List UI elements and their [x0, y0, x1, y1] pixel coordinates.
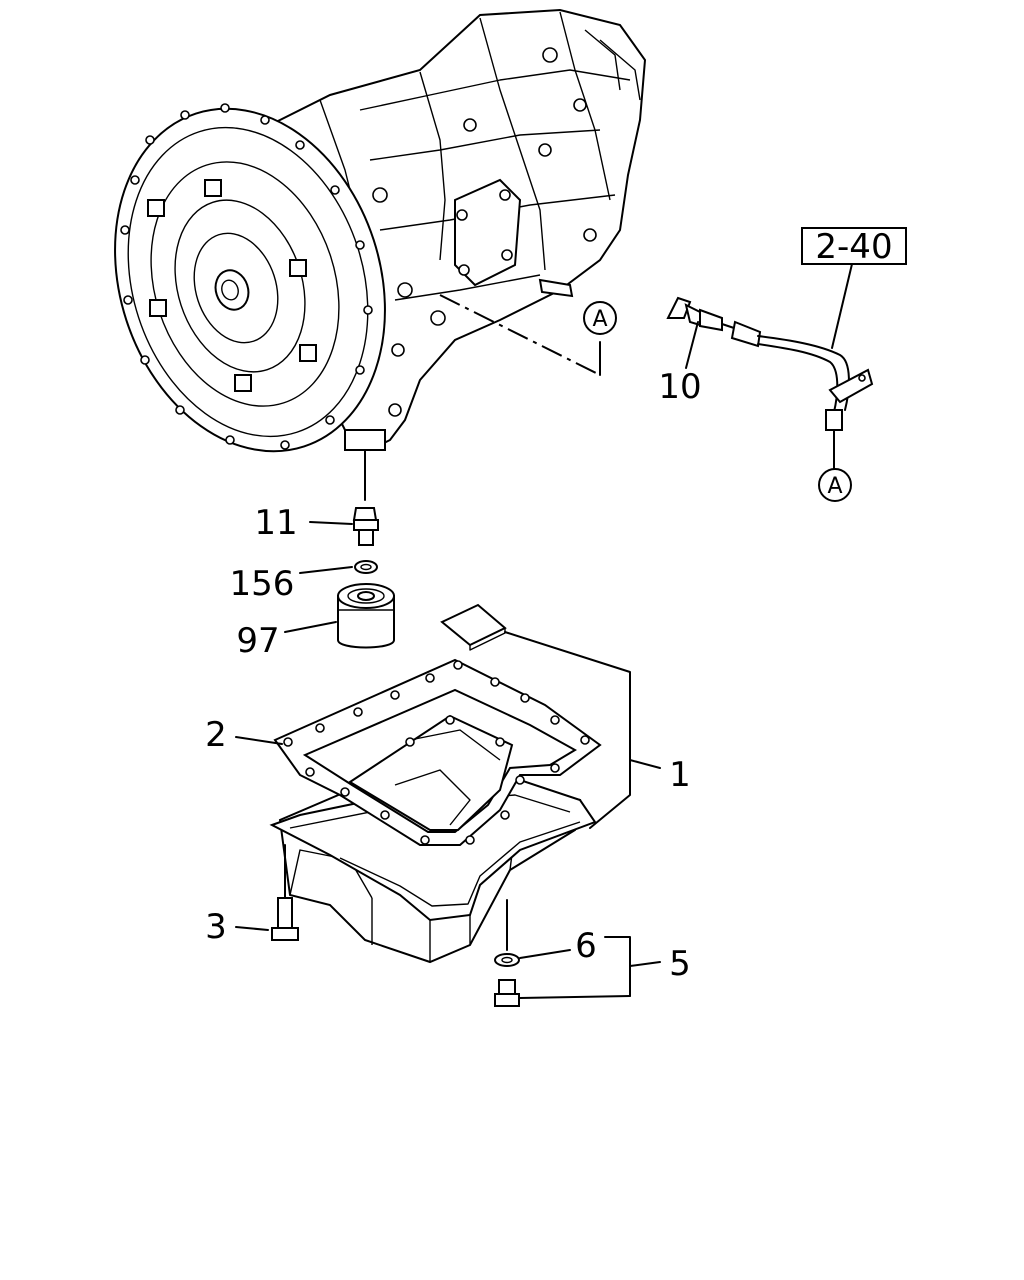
- callout-ring-label: 156: [230, 564, 295, 604]
- connector-a-top: A: [583, 301, 617, 335]
- callout-drain-label: 5: [669, 944, 691, 984]
- connector-a-bottom: A: [818, 468, 852, 502]
- washer: [494, 953, 520, 967]
- callout-gasket: 2: [205, 715, 283, 755]
- drain-plug-set: 6 5: [494, 899, 691, 1007]
- o-ring: 156: [230, 560, 378, 604]
- callout-cable: 10: [658, 321, 702, 407]
- magnet-plate: [440, 603, 507, 651]
- pan-bolt: 3: [205, 844, 299, 947]
- transmission-assembly: [114, 8, 647, 466]
- reference-box-label: 2-40: [815, 227, 892, 267]
- callout-pan: 1: [504, 631, 691, 829]
- callout-washer-label: 6: [575, 926, 597, 966]
- callout-cable-label: 10: [658, 367, 701, 407]
- callout-plug-label: 11: [254, 503, 297, 543]
- plug: 11: [254, 464, 379, 546]
- reference-box: 2-40: [801, 227, 907, 349]
- oil-filter: 97: [236, 583, 395, 661]
- drain-plug: [498, 979, 516, 995]
- callout-bolt-label: 3: [205, 907, 227, 947]
- connector-a-top-label: A: [592, 307, 607, 332]
- connector-a-bottom-label: A: [827, 474, 842, 499]
- callout-filter-label: 97: [236, 621, 279, 661]
- callout-pan-label: 1: [669, 755, 691, 795]
- gasket: [273, 658, 602, 846]
- callout-gasket-label: 2: [205, 715, 227, 755]
- cable-assembly: [666, 296, 874, 469]
